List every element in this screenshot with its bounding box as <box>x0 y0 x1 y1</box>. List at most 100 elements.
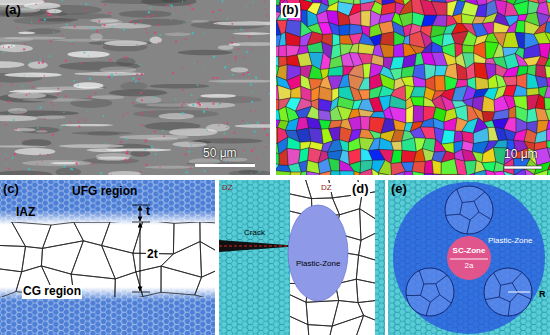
grain <box>476 4 488 17</box>
grain-boundary <box>102 222 144 253</box>
grain <box>444 118 457 132</box>
grain-boundary <box>508 302 510 316</box>
grain <box>307 171 320 175</box>
grain-boundary <box>358 299 375 321</box>
grain <box>462 45 474 53</box>
grain-boundary <box>474 192 485 201</box>
grain <box>465 161 477 176</box>
grain <box>544 98 550 110</box>
grain <box>411 97 425 106</box>
grain-boundary <box>436 275 447 284</box>
noise-dot <box>181 104 183 106</box>
noise-dot <box>134 23 136 25</box>
noise-dot <box>150 7 152 9</box>
noise-dot <box>159 34 161 36</box>
noise-dot <box>42 59 44 61</box>
noise-dot <box>219 102 221 104</box>
noise-dot <box>253 2 255 4</box>
dark-streak <box>88 131 120 135</box>
grain <box>482 96 495 112</box>
noise-dot <box>88 96 90 98</box>
schematic-panel: (e)Plastic-ZoneSC-Zone2a <box>388 180 550 335</box>
noise-dot <box>181 112 184 115</box>
noise-dot <box>29 61 31 63</box>
schematic-panel: (c)UFG regionCG region <box>0 180 215 335</box>
noise-dot <box>119 74 120 75</box>
grain <box>548 41 550 58</box>
noise-dot <box>154 130 156 132</box>
noise-dot <box>132 77 135 80</box>
noise-dot <box>63 165 65 167</box>
noise-dot <box>227 18 229 20</box>
noise-dot <box>39 106 41 108</box>
plastic-zone-shape <box>288 205 348 301</box>
dark-streak <box>119 10 172 17</box>
noise-dot <box>136 44 137 45</box>
noise-dot <box>108 12 110 14</box>
coarse-grains <box>290 180 375 335</box>
grain <box>420 127 435 139</box>
noise-dot <box>232 74 234 76</box>
grain <box>307 42 323 53</box>
noise-dot <box>104 4 106 6</box>
noise-dot <box>197 61 199 63</box>
noise-dot <box>191 8 194 11</box>
plastic-zone: Plastic-Zone <box>288 205 348 301</box>
noise-dot <box>85 3 87 5</box>
grain <box>406 106 414 124</box>
noise-dot <box>231 42 234 45</box>
noise-dot <box>111 173 112 174</box>
grain <box>494 162 504 172</box>
grain-boundary <box>12 222 51 248</box>
noise-dot <box>172 72 174 74</box>
grain-boundary <box>22 247 43 272</box>
sc-zone-shape <box>447 236 491 280</box>
grain <box>359 169 374 175</box>
noise-dot <box>264 1 266 3</box>
noise-dot <box>138 78 140 80</box>
noise-dot <box>157 24 159 26</box>
noise-dot <box>163 135 165 137</box>
bright-streak <box>8 108 28 114</box>
grain <box>545 56 550 67</box>
noise-dot <box>64 125 65 126</box>
noise-dot <box>140 20 142 22</box>
noise-dot <box>130 20 132 22</box>
grain-boundary <box>173 222 200 254</box>
noise-dot <box>236 60 238 62</box>
noise-dot <box>223 132 225 134</box>
grain <box>403 35 410 45</box>
noise-dot <box>188 151 190 153</box>
noise-dot <box>21 85 23 87</box>
noise-dot <box>102 43 103 44</box>
grain-cluster <box>406 268 454 316</box>
noise-dot <box>120 141 122 143</box>
noise-dot <box>29 93 30 94</box>
tick-line <box>132 222 150 223</box>
grain <box>466 63 475 80</box>
noise-dot <box>88 26 89 27</box>
noise-dot <box>100 172 102 174</box>
noise-dot <box>109 59 111 61</box>
noise-dot <box>266 58 267 59</box>
noise-dot <box>45 132 46 133</box>
grain <box>276 151 279 166</box>
grain-boundary <box>306 301 339 327</box>
bright-streak <box>231 67 249 72</box>
noise-dot <box>233 167 235 169</box>
noise-dot <box>186 148 188 150</box>
grain <box>432 42 443 53</box>
noise-dot <box>212 102 214 104</box>
noise-dot <box>15 128 17 130</box>
noise-dot <box>132 103 134 105</box>
grain <box>340 140 349 152</box>
grain-boundary <box>290 294 308 325</box>
grain <box>393 120 406 131</box>
grain <box>299 171 307 175</box>
noise-dot <box>175 40 177 42</box>
grain <box>545 66 550 78</box>
noise-dot <box>129 60 130 61</box>
noise-dot <box>255 110 256 111</box>
bright-streak <box>150 37 162 44</box>
